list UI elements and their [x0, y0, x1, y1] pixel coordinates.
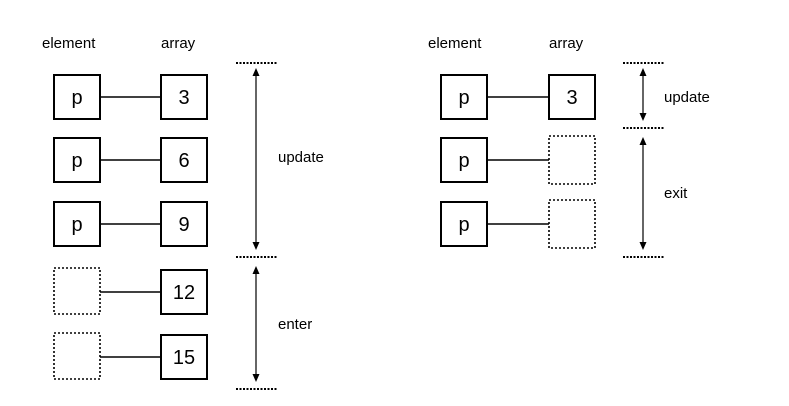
placeholder-element-box [53, 332, 101, 380]
element-box [53, 137, 101, 183]
element-box [53, 74, 101, 120]
element-label: p [458, 150, 469, 172]
enter-range-arrow [252, 266, 260, 382]
element-label: p [71, 214, 82, 236]
array-value: 15 [173, 347, 195, 369]
arrow-up-icon [252, 68, 260, 76]
element-box [440, 137, 488, 183]
right-array-header: array [549, 35, 584, 52]
update-range-arrow [639, 68, 647, 121]
placeholder-array-box [548, 199, 596, 249]
arrow-up-icon [639, 137, 647, 145]
element-label: p [71, 87, 82, 109]
right-element-header: element [428, 35, 482, 52]
element-label: p [71, 150, 82, 172]
placeholder-array-box [548, 135, 596, 185]
placeholder-element-box [53, 267, 101, 315]
array-value: 6 [178, 150, 189, 172]
arrow-up-icon [252, 266, 260, 274]
left-element-header: element [42, 35, 96, 52]
left-row-3: p 9 [53, 201, 208, 247]
array-value: 3 [566, 87, 577, 109]
arrow-down-icon [639, 113, 647, 121]
array-box [548, 74, 596, 120]
update-range-arrow [252, 68, 260, 250]
update-label: update [664, 89, 710, 106]
element-label: p [458, 214, 469, 236]
array-value: 9 [178, 214, 189, 236]
left-row-2: p 6 [53, 137, 208, 183]
array-box [160, 137, 208, 183]
left-row-5: 15 [53, 332, 208, 380]
enter-label: enter [278, 316, 312, 333]
exit-label: exit [664, 185, 688, 202]
right-row-1: p 3 [440, 74, 596, 120]
right-row-2: p [440, 135, 596, 185]
array-value: 3 [178, 87, 189, 109]
arrow-down-icon [639, 242, 647, 250]
right-row-3: p [440, 199, 596, 249]
left-row-4: 12 [53, 267, 208, 315]
array-box [160, 74, 208, 120]
arrow-up-icon [639, 68, 647, 76]
exit-range-arrow [639, 137, 647, 250]
right-diagram: element array p 3 p p [428, 35, 710, 258]
element-label: p [458, 87, 469, 109]
left-row-1: p 3 [53, 74, 208, 120]
arrow-down-icon [252, 374, 260, 382]
array-value: 12 [173, 282, 195, 304]
arrow-down-icon [252, 242, 260, 250]
array-box [160, 201, 208, 247]
array-box [160, 334, 208, 380]
left-array-header: array [161, 35, 196, 52]
array-box [160, 269, 208, 315]
update-label: update [278, 149, 324, 166]
left-diagram: element array p 3 p 6 p 9 [42, 35, 324, 390]
